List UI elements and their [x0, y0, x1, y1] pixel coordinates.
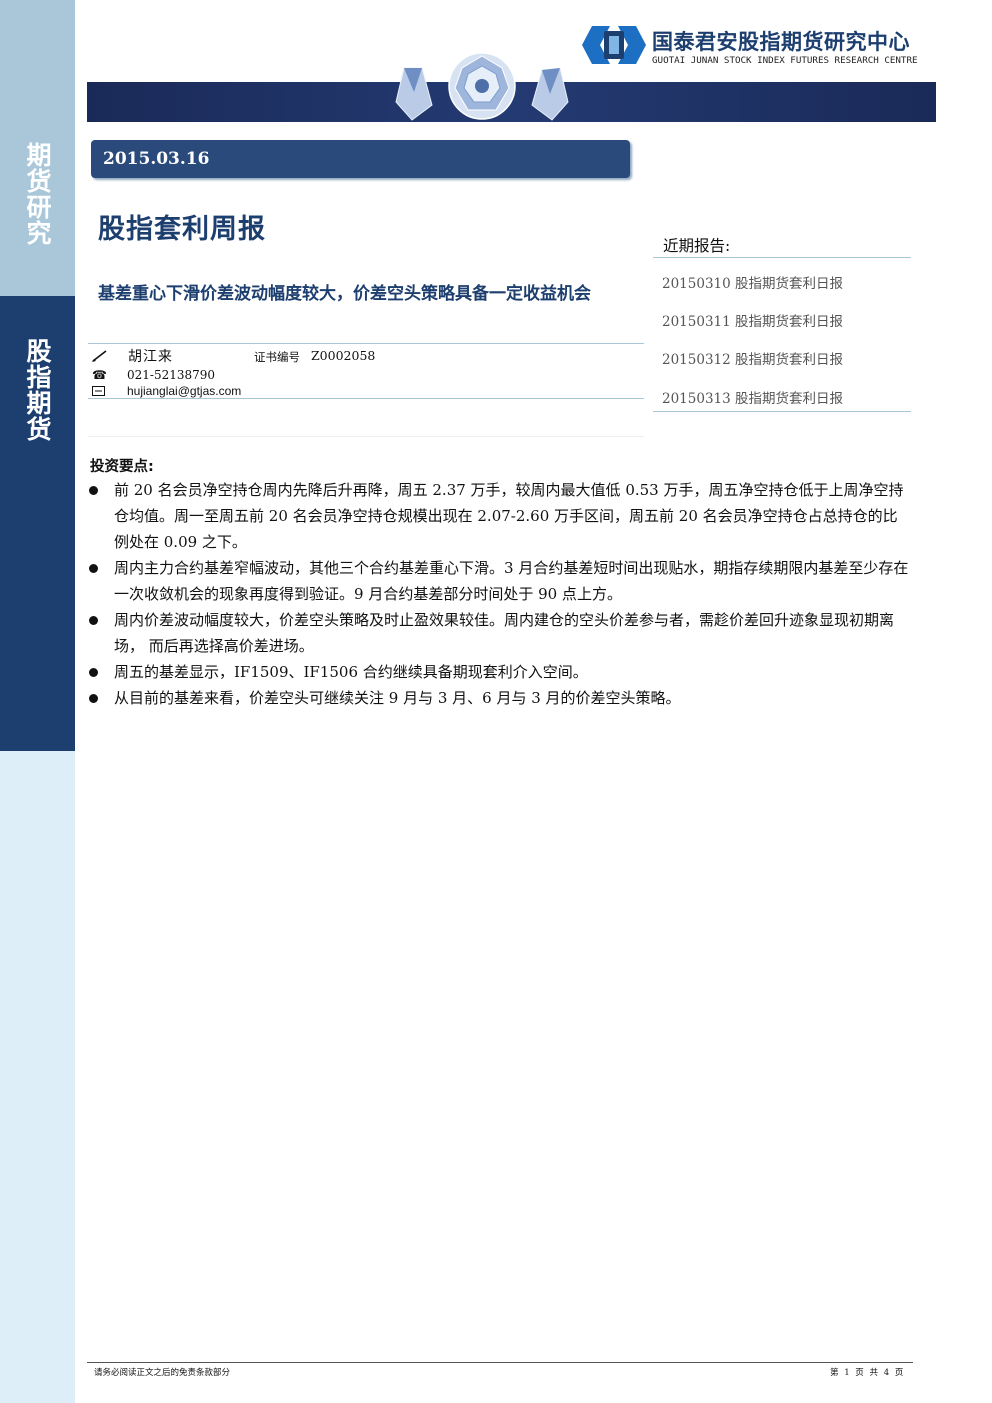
author-name: 胡江来 — [128, 349, 173, 365]
author-phone: 021-52138790 — [127, 368, 216, 382]
author-email-link[interactable]: hujianglai@gtjas.com — [127, 384, 242, 398]
sidebar-top-block — [0, 0, 75, 296]
bullet-dot — [89, 668, 98, 677]
recent-reports-divider-bottom — [653, 411, 911, 412]
recent-reports-divider — [653, 257, 911, 258]
mail-icon — [92, 386, 105, 396]
author-divider-bottom — [88, 398, 644, 399]
key-point-paragraph: 周内主力合约基差窄幅波动，其他三个合约基差重心下滑。3 月合约基差短时间出现贴水… — [114, 559, 909, 603]
report-date: 2015.03.16 — [103, 149, 210, 169]
footer-disclaimer: 请务必阅读正文之后的免责条款部分 — [94, 1368, 231, 1378]
sidebar-label-research: 期货研究 — [23, 142, 52, 246]
sidebar-middle-block — [0, 296, 75, 751]
author-divider-faint — [88, 436, 644, 437]
bullet-dot — [89, 564, 98, 573]
pen-icon — [92, 350, 107, 362]
key-point-paragraph: 周内价差波动幅度较大，价差空头策略及时止盈效果较佳。周内建仓的空头价差参与者，需… — [114, 611, 895, 655]
license-label: 证书编号 — [254, 350, 300, 364]
company-name-cn: 国泰君安股指期货研究中心 — [652, 30, 910, 54]
sidebar-label-index-futures: 股指期货 — [23, 338, 52, 442]
recent-reports-title: 近期报告: — [663, 237, 731, 255]
footer-divider — [87, 1362, 913, 1363]
report-subtitle: 基差重心下滑价差波动幅度较大，价差空头策略具备一定收益机会 — [98, 284, 591, 304]
recent-report-item[interactable]: 20150310 股指期货套利日报 — [662, 276, 844, 292]
phone-icon: ☎ — [92, 368, 107, 382]
page-number: 第 1 页 共 4 页 — [830, 1368, 904, 1378]
key-point-paragraph: 前 20 名会员净空持仓周内先降后升再降，周五 2.37 万手，较周内最大值低 … — [114, 481, 904, 551]
key-point-paragraph: 周五的基差显示，IF1509、IF1506 合约继续具备期现套利介入空间。 — [114, 663, 588, 681]
license-number: Z0002058 — [311, 348, 376, 363]
company-name-en: GUOTAI JUNAN STOCK INDEX FUTURES RESEARC… — [652, 55, 918, 66]
author-divider-top — [88, 343, 644, 344]
recent-report-item[interactable]: 20150312 股指期货套利日报 — [662, 352, 844, 368]
guotai-junan-logo-icon — [582, 26, 646, 64]
bullet-dot — [89, 486, 98, 495]
key-points-title: 投资要点: — [90, 459, 154, 475]
recent-report-item[interactable]: 20150313 股指期货套利日报 — [662, 391, 844, 407]
date-bar — [91, 140, 630, 178]
bullet-dot — [89, 616, 98, 625]
report-title: 股指套利周报 — [98, 214, 266, 245]
bullet-dot — [89, 694, 98, 703]
key-point-paragraph: 从目前的基差来看，价差空头可继续关注 9 月与 3 月、6 月与 3 月的价差空… — [114, 689, 681, 707]
diamond-gems-icon — [395, 52, 569, 121]
recent-report-item[interactable]: 20150311 股指期货套利日报 — [662, 314, 844, 330]
